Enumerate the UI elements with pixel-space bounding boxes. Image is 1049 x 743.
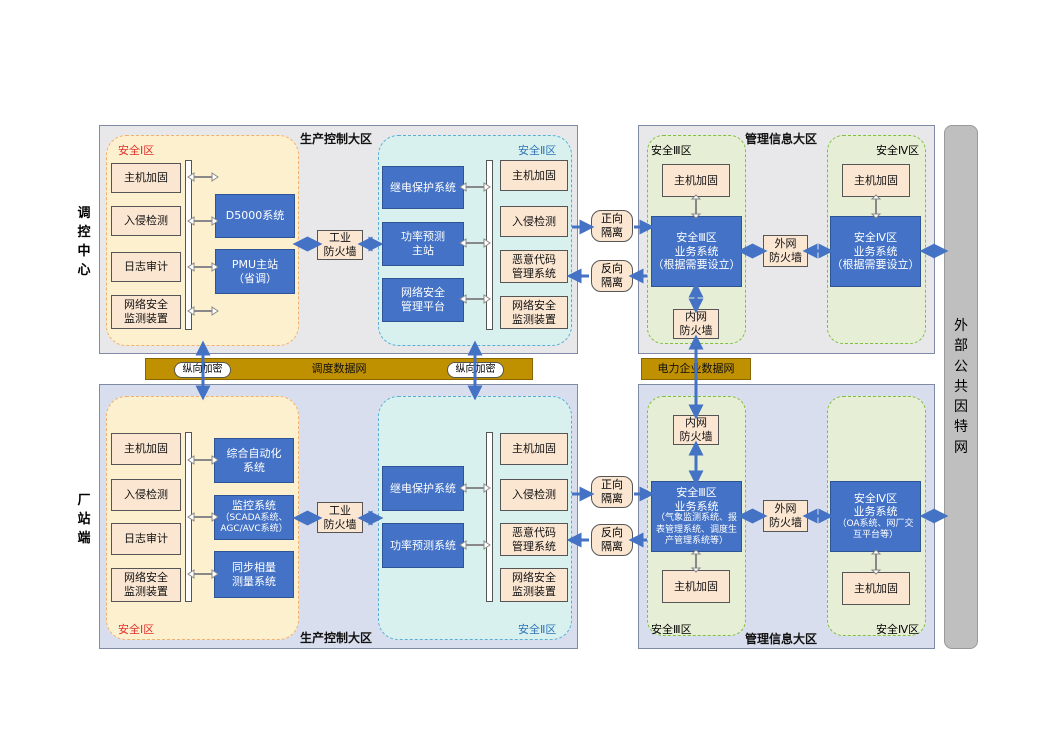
bottom-zone1-title: 安全Ⅰ区 [118, 623, 155, 636]
hollow-arrowhead [870, 194, 882, 200]
top-zone4-system: 安全Ⅳ区 业务系统 （根据需要设立） [830, 216, 921, 287]
hollow-arrowhead [211, 172, 219, 182]
top-zone1-system: D5000系统 [215, 194, 295, 238]
top-zone2-item: 网络安全 监测装置 [500, 296, 568, 329]
monitor-system-title: 监控系统 [232, 499, 276, 513]
hollow-arrowhead [459, 294, 467, 304]
hollow-arrowhead [187, 216, 195, 226]
bottom-zone4-system: 安全Ⅳ区 业务系统 （OA系统、网厂交 互平台等） [830, 481, 921, 552]
top-zone1-item: 网络安全 监测装置 [111, 295, 181, 329]
bottom-zone1-monitor-system: 监控系统 （SCADA系统、 AGC/AVC系统） [214, 495, 294, 540]
external-internet-label: 外 部 公 共 因 特 网 [954, 317, 968, 456]
hollow-arrowhead [187, 306, 195, 316]
top-zone2-system: 网络安全 管理平台 [382, 278, 464, 322]
hollow-arrowhead [459, 238, 467, 248]
hollow-arrowhead [187, 172, 195, 182]
zone4-system-title: 安全Ⅳ区 业务系统 [853, 491, 898, 519]
hollow-arrowhead [483, 182, 491, 192]
zone3-system-sub: （气象监测系统、报 表管理系统、调度生 产管理系统等） [655, 513, 737, 546]
zone3-system-title: 安全Ⅲ区 业务系统 [674, 485, 719, 513]
bottom-zone1-system: 同步相量 测量系统 [214, 551, 294, 598]
bottom-zone3-title: 安全Ⅲ区 [651, 623, 692, 636]
hollow-arrowhead [211, 306, 219, 316]
top-zone1-title: 安全Ⅰ区 [118, 144, 155, 157]
hollow-arrowhead [211, 569, 219, 579]
hollow-arrowhead [459, 182, 467, 192]
bottom-zone2-item: 网络安全 监测装置 [500, 568, 568, 602]
top-side-label: 调 控 中 心 [77, 206, 91, 278]
zone4-system-sub: （OA系统、网厂交 互平台等） [837, 519, 914, 541]
top-zone2-item: 恶意代码 管理系统 [500, 250, 568, 283]
top-zone3-title: 安全Ⅲ区 [651, 144, 692, 157]
hollow-arrowhead [690, 549, 702, 555]
top-zone2-title: 安全Ⅱ区 [518, 144, 557, 157]
top-zone1-item: 日志审计 [111, 252, 181, 282]
bottom-zone2-title: 安全Ⅱ区 [518, 623, 557, 636]
hollow-arrowhead [690, 213, 702, 219]
bottom-zone1-item: 日志审计 [111, 523, 181, 555]
bottom-outer-firewall: 外网 防火墙 [763, 500, 808, 532]
top-zone2-item: 入侵检测 [500, 206, 568, 237]
bottom-management-region-title: 管理信息大区 [745, 632, 818, 646]
top-zone1-system: PMU主站 （省调） [215, 249, 295, 294]
top-zone2-item: 主机加固 [500, 160, 568, 191]
bottom-zone2-system: 继电保护系统 [382, 466, 464, 511]
hollow-arrowhead [187, 262, 195, 272]
top-production-region-title: 生产控制大区 [300, 132, 373, 146]
top-zone1-bus [185, 160, 192, 330]
hollow-arrowhead [483, 238, 491, 248]
hollow-arrowhead [870, 549, 882, 555]
bottom-zone3-system: 安全Ⅲ区 业务系统 （气象监测系统、报 表管理系统、调度生 产管理系统等） [651, 481, 742, 552]
top-zone3-host: 主机加固 [662, 164, 730, 197]
hollow-arrowhead [483, 483, 491, 493]
bottom-zone4-title: 安全Ⅳ区 [876, 623, 920, 636]
hollow-arrowhead [459, 540, 467, 550]
bottom-zone1-item: 网络安全 监测装置 [111, 568, 181, 602]
hollow-arrowhead [187, 569, 195, 579]
hollow-arrowhead [211, 216, 219, 226]
bottom-inner-firewall: 内网 防火墙 [673, 415, 719, 445]
hollow-arrowhead [690, 567, 702, 573]
hollow-arrowhead [870, 213, 882, 219]
hollow-arrowhead [483, 294, 491, 304]
top-zone1-item: 入侵检测 [111, 206, 181, 236]
bottom-zone2-item: 主机加固 [500, 433, 568, 465]
hollow-arrowhead [187, 512, 195, 522]
monitor-system-sub: （SCADA系统、 AGC/AVC系统） [220, 513, 288, 535]
bottom-zone2-bus [486, 432, 493, 602]
bottom-zone2-item: 入侵检测 [500, 479, 568, 511]
bottom-forward-isolation: 正向 隔离 [591, 476, 633, 508]
top-zone4-title: 安全Ⅳ区 [876, 144, 920, 157]
bottom-zone1-item: 入侵检测 [111, 479, 181, 511]
bottom-zone1-item: 主机加固 [111, 433, 181, 465]
bottom-production-region-title: 生产控制大区 [300, 631, 373, 645]
hollow-arrowhead [211, 262, 219, 272]
hollow-arrowhead [483, 540, 491, 550]
hollow-arrowhead [211, 455, 219, 465]
hollow-arrowhead [870, 569, 882, 575]
dispatch-data-network: 调度数据网 [145, 358, 533, 380]
top-zone4-host: 主机加固 [842, 164, 910, 197]
top-industrial-firewall: 工业 防火墙 [317, 230, 363, 260]
hollow-arrowhead [187, 455, 195, 465]
hollow-arrowhead [459, 483, 467, 493]
external-internet: 外 部 公 共 因 特 网 [944, 125, 978, 649]
top-inner-firewall: 内网 防火墙 [673, 309, 719, 339]
top-zone2-system: 功率预测 主站 [382, 222, 464, 266]
top-zone1-item: 主机加固 [111, 163, 181, 193]
top-zone3-system: 安全Ⅲ区 业务系统 （根据需要设立） [651, 216, 742, 287]
bottom-zone1-system: 综合自动化 系统 [214, 438, 294, 483]
bottom-side-label: 厂 站 端 [77, 493, 91, 546]
hollow-arrowhead [690, 194, 702, 200]
bottom-zone2-item: 恶意代码 管理系统 [500, 523, 568, 556]
top-management-region-title: 管理信息大区 [745, 132, 818, 146]
hollow-arrowhead [211, 512, 219, 522]
bottom-reverse-isolation: 反向 隔离 [591, 524, 633, 556]
top-zone2-system: 继电保护系统 [382, 166, 464, 209]
